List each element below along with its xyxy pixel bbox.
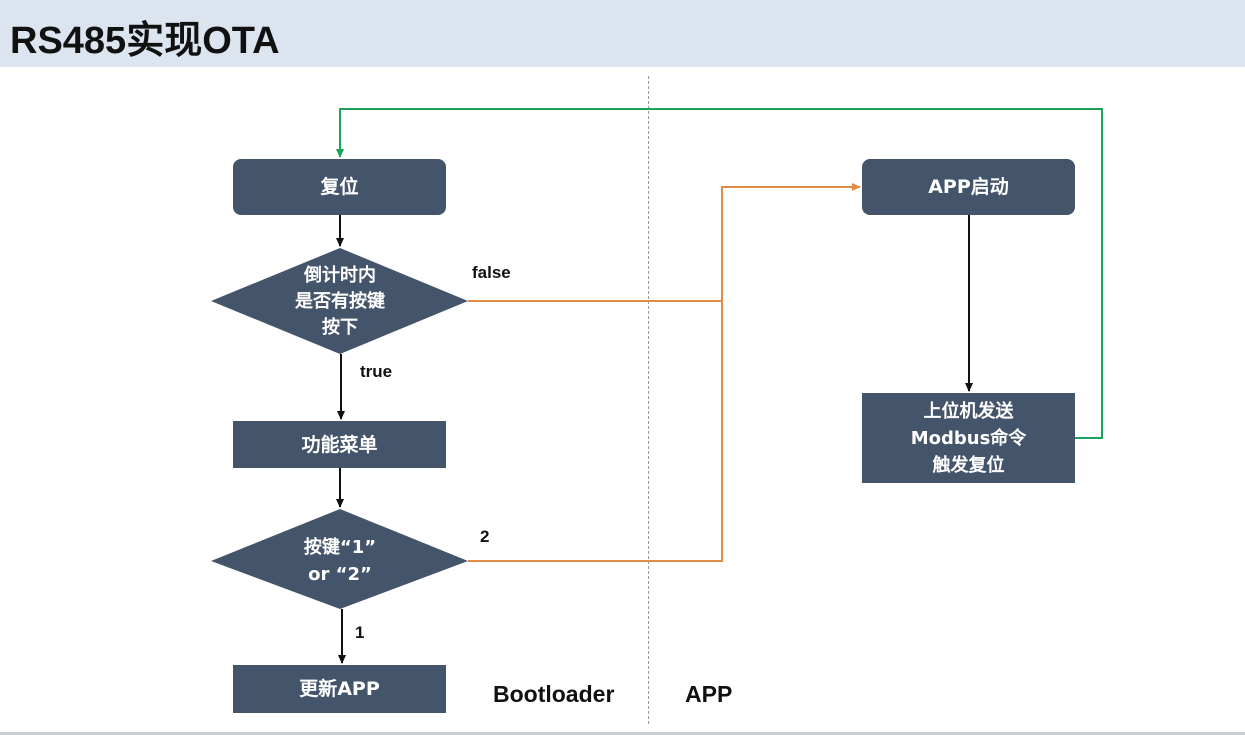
edge-two-to-app [468, 301, 723, 562]
function-menu-label: 功能菜单 [301, 433, 378, 456]
edge-host-to-reset [336, 108, 1103, 439]
bottom-border [0, 732, 1245, 735]
edge-false-to-app-start [468, 183, 861, 302]
page-title: RS485实现OTA [10, 20, 280, 62]
app-start-label: APP启动 [928, 176, 1009, 198]
edge-label-true: true [360, 362, 393, 381]
region-label-app: APP [685, 681, 733, 707]
node-function-menu [233, 421, 446, 468]
node-host-send [862, 393, 1075, 483]
update-app-label: 更新APP [299, 678, 380, 700]
edge-label-false: false [472, 263, 511, 282]
host-send-label: 上位机发送 Modbus命令 触发复位 [910, 400, 1027, 476]
node-update-app [233, 665, 446, 713]
node-app-start [862, 159, 1075, 215]
edge-label-2: 2 [480, 527, 490, 546]
countdown-decision-label: 倒计时内 是否有按键 按下 [295, 265, 385, 338]
edge-label-1: 1 [355, 623, 365, 642]
title-bar: RS485实现OTA [0, 0, 1245, 67]
node-reset [233, 159, 446, 215]
node-countdown-decision [211, 248, 468, 354]
key-decision-label: 按键“1” or “2” [303, 537, 377, 585]
region-divider [648, 76, 649, 724]
region-label-bootloader: Bootloader [493, 681, 615, 707]
node-key-decision [211, 509, 468, 609]
reset-label: 复位 [320, 176, 359, 198]
